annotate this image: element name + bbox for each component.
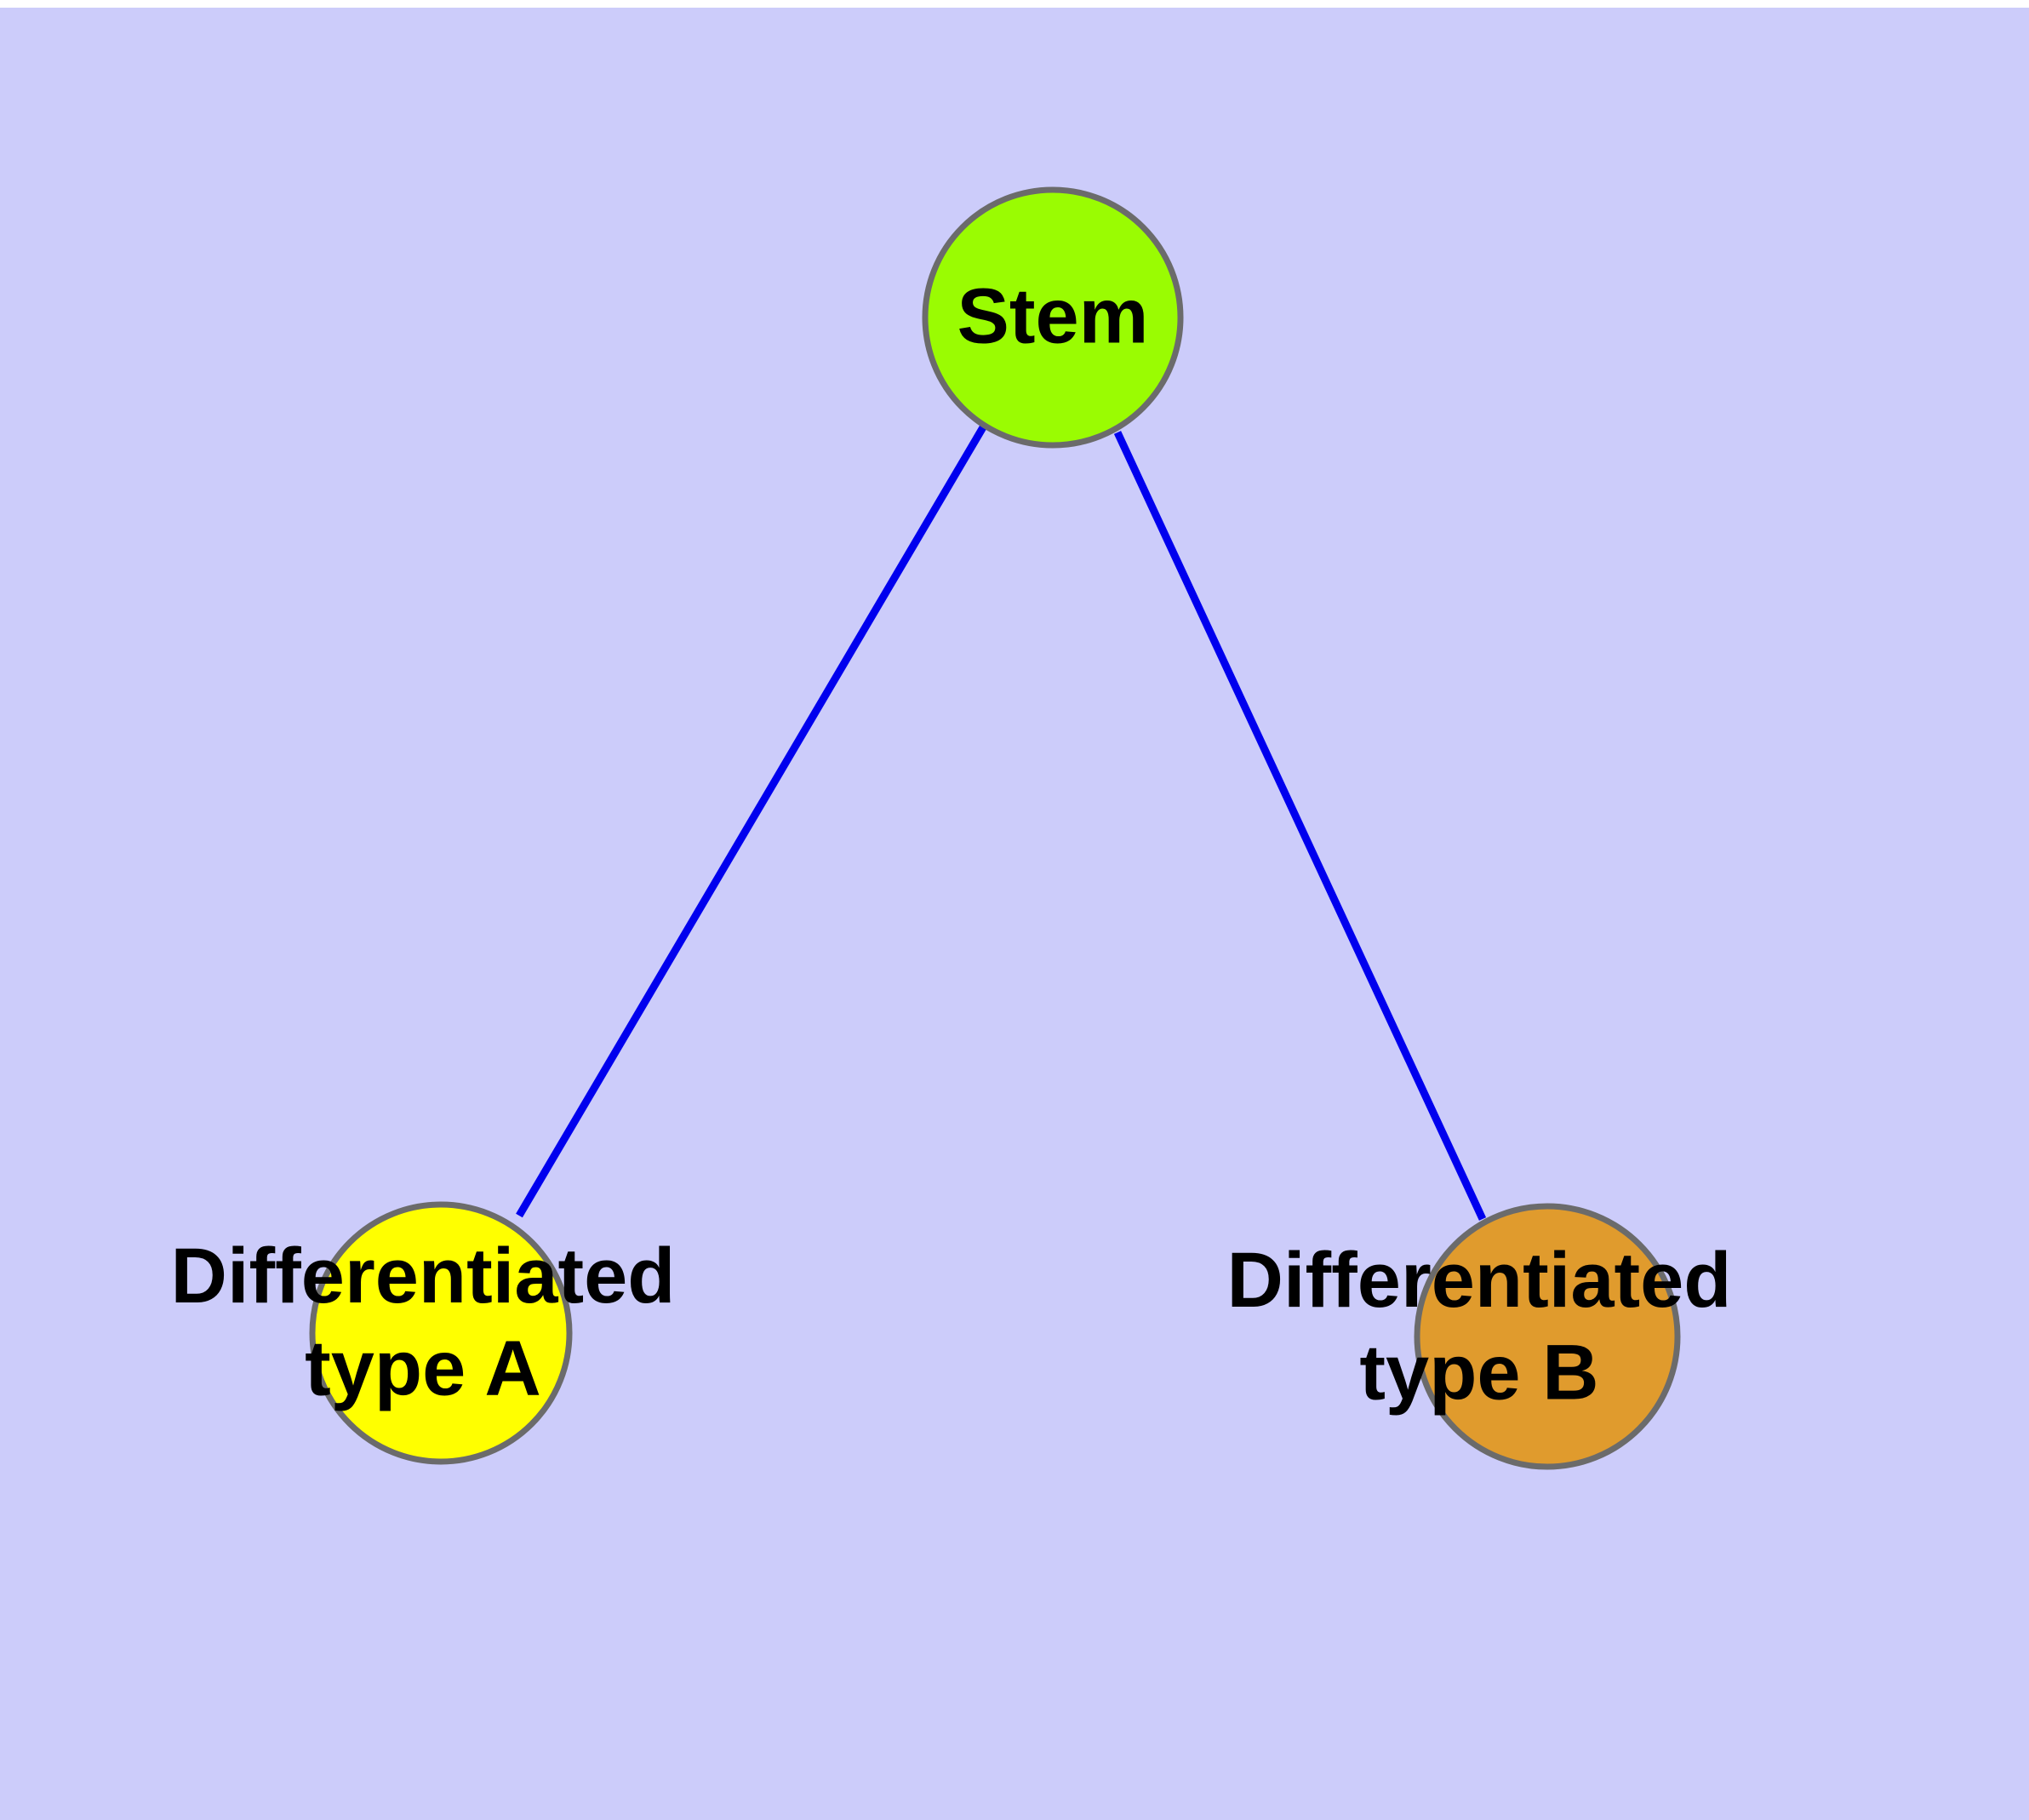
node-diff-a[interactable] (309, 1201, 573, 1465)
edge-stem-to-b[interactable] (1113, 431, 1487, 1221)
edge-layer (516, 425, 1487, 1221)
node-label-stem-line-1: Stem (957, 272, 1149, 359)
node-circle-diff-a[interactable] (309, 1201, 573, 1465)
node-diff-b[interactable] (1414, 1203, 1681, 1470)
node-circle-stem[interactable] (922, 186, 1184, 449)
edge-stem-to-a[interactable] (516, 425, 986, 1218)
node-stem[interactable] (922, 186, 1184, 449)
node-label-diff-a-line-2: type A (305, 1325, 541, 1412)
node-label-diff-b-line-1: Differentiated (1227, 1237, 1732, 1324)
node-label-diff-b-line-2: type B (1359, 1330, 1598, 1417)
node-circle-diff-b[interactable] (1414, 1203, 1681, 1470)
node-label-diff-a-line-1: Differentiated (171, 1233, 676, 1319)
